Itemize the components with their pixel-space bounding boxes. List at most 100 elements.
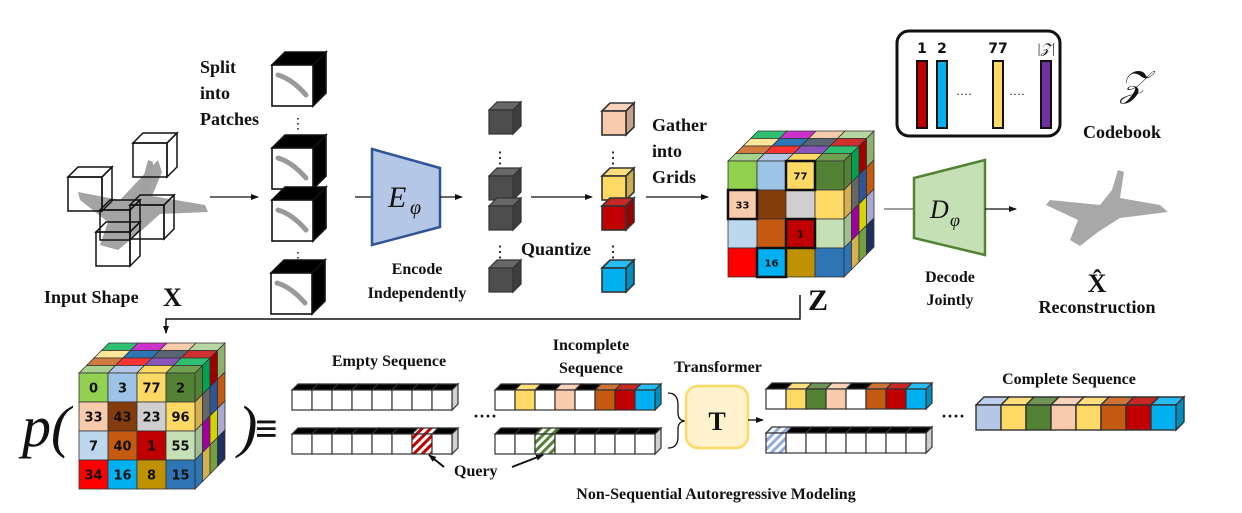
sequence-cell <box>614 389 636 411</box>
transformer-block <box>684 384 750 450</box>
query-label: Query <box>454 463 498 480</box>
sequence-cell <box>391 433 413 455</box>
grid-cell-number: 3 <box>118 382 127 397</box>
query-cell <box>534 433 556 455</box>
sequence-cell <box>785 388 807 410</box>
decoder-block <box>912 158 987 257</box>
encode-label: Encode Independently <box>368 261 467 302</box>
sequence-cell <box>1025 404 1052 431</box>
vertical-ellipsis: ⋮ <box>605 244 621 261</box>
sequence-cell <box>574 389 596 411</box>
sequence-cell <box>554 433 576 455</box>
input-patch-boxes <box>66 131 179 268</box>
query-arrow-right <box>511 454 544 468</box>
reconstruction-airplane <box>1046 170 1168 246</box>
svg-text:Incomplete: Incomplete <box>553 337 629 354</box>
input-symbol: X <box>163 283 182 312</box>
grid-highlight-label: 77 <box>794 172 808 183</box>
sequence-cell <box>1125 404 1152 431</box>
svg-text:into: into <box>200 83 230 103</box>
svg-text:Sequence: Sequence <box>559 360 623 377</box>
grid-front-cell <box>136 401 167 432</box>
grid-cell-number: 55 <box>171 440 189 455</box>
quantized-cube <box>600 258 636 294</box>
svg-text:Independently: Independently <box>368 285 467 302</box>
incomplete-sequence-bottom <box>493 426 663 456</box>
grid-cell-number: 33 <box>84 411 102 426</box>
gather-label: Gather into Grids <box>652 115 707 187</box>
grid-front-cell <box>727 247 758 278</box>
sequence-cell <box>574 433 596 455</box>
output-sequence-top <box>764 381 934 411</box>
grid-cell-number: 1 <box>147 440 156 455</box>
grid-front-cell <box>107 401 138 432</box>
grid-cell-number: 15 <box>171 469 189 484</box>
input-shape-label: Input Shape <box>44 287 139 307</box>
transformer-label: Transformer <box>674 359 762 376</box>
patch-cube <box>270 50 328 108</box>
sequence-cell <box>765 388 787 410</box>
patch-wireframe-box <box>131 131 179 179</box>
grid-cell-number: 7 <box>89 440 98 455</box>
sequence-cell <box>291 433 313 455</box>
sequence-cell <box>634 389 656 411</box>
equals-symbol: ≡ <box>255 406 278 451</box>
grid-front-cell <box>814 160 845 191</box>
output-sequence-bottom <box>764 425 934 455</box>
reconstruction-label: Reconstruction <box>1039 297 1156 317</box>
sequence-cell <box>554 389 576 411</box>
empty-sequence-top <box>290 382 460 412</box>
grid-cell-number: 16 <box>113 469 131 484</box>
sequence-cell <box>494 433 516 455</box>
patch-cube <box>270 185 328 243</box>
sequence-cell <box>885 388 907 410</box>
grid-front-cell <box>756 247 787 278</box>
codebook-entry-label: 2 <box>937 41 947 57</box>
sequence-cell <box>331 433 353 455</box>
grid-highlight <box>726 188 759 221</box>
encoder-subscript: φ <box>410 197 421 219</box>
feature-cube <box>487 166 523 202</box>
sequence-cell <box>805 388 827 410</box>
sequence-cell <box>371 389 393 411</box>
sequence-cell <box>311 433 333 455</box>
feature-cubes: ⋮⋮ <box>487 100 523 294</box>
split-label: Split into Patches <box>200 57 259 129</box>
sequence-cell <box>494 389 516 411</box>
grid-highlight-label: 16 <box>765 259 779 270</box>
sequence-cell <box>1100 404 1127 431</box>
grid-front-cell <box>165 459 196 490</box>
sequence-cell <box>331 389 353 411</box>
incomplete-sequence-top <box>493 382 663 412</box>
sequence-cell <box>865 388 887 410</box>
sequence-cell <box>431 389 453 411</box>
incomplete-sequence-label: Incomplete Sequence <box>553 337 629 377</box>
sequence-cell <box>905 388 927 410</box>
grid-front-cell <box>165 430 196 461</box>
sequence-cell <box>514 433 536 455</box>
codebook-entry-bar <box>916 60 928 129</box>
grid-front-cell <box>727 218 758 249</box>
patch-wireframe-box <box>98 198 142 242</box>
quantize-label: Quantize <box>521 239 591 259</box>
complete-sequence <box>974 395 1186 432</box>
codebook-label: Codebook <box>1083 122 1161 142</box>
grid-front-cell <box>785 247 816 278</box>
sequence-cell <box>371 433 393 455</box>
empty-sequence-label: Empty Sequence <box>332 353 446 370</box>
encoder-symbol: E <box>387 181 406 214</box>
grid-highlight-label: 1 <box>797 230 804 241</box>
grid-front-cell <box>814 218 845 249</box>
query-cell <box>411 433 433 455</box>
sequence-cell <box>594 389 616 411</box>
grid-cell-number: 40 <box>113 440 131 455</box>
sequence-cell <box>634 433 656 455</box>
feature-cube <box>487 196 523 232</box>
grid-highlight <box>784 159 817 192</box>
patch-cube <box>269 258 327 316</box>
decoder-symbol: D <box>929 195 949 224</box>
sequence-cell <box>845 432 867 454</box>
sequence-cell <box>825 432 847 454</box>
